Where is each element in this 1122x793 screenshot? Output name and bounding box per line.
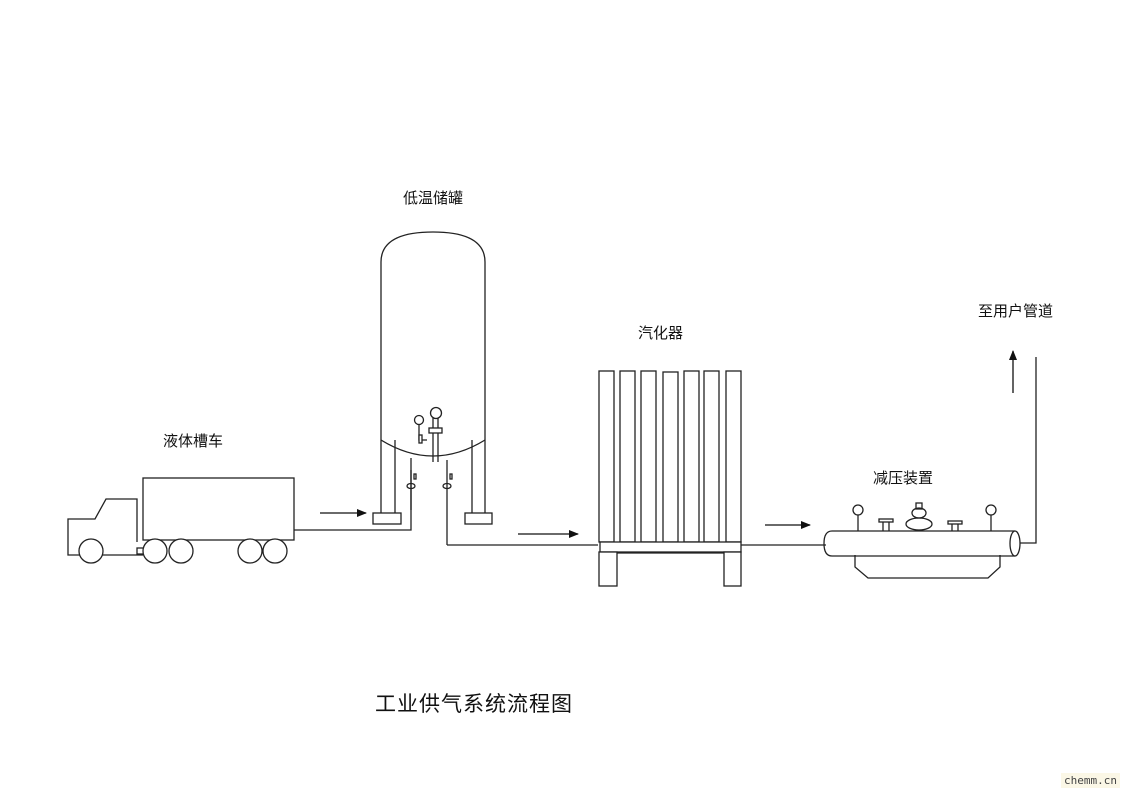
truck-icon bbox=[67, 477, 295, 564]
pipe-truck-to-tank bbox=[294, 470, 412, 531]
tank-label: 低温储罐 bbox=[403, 189, 464, 207]
diagram-title: 工业供气系统流程图 bbox=[375, 692, 573, 716]
vaporizer-icon bbox=[598, 370, 742, 587]
cryogenic-tank-icon bbox=[372, 231, 493, 545]
watermark: chemm.cn bbox=[1061, 773, 1120, 788]
vaporizer-label: 汽化器 bbox=[638, 324, 684, 342]
flow-arrows bbox=[320, 350, 1017, 538]
pressure-reducer-icon bbox=[823, 502, 1021, 579]
pressure-reducer-label: 减压装置 bbox=[873, 469, 934, 487]
truck-label: 液体槽车 bbox=[163, 432, 224, 450]
pipe-to-user bbox=[1020, 357, 1037, 544]
to-user-label: 至用户管道 bbox=[978, 302, 1054, 320]
